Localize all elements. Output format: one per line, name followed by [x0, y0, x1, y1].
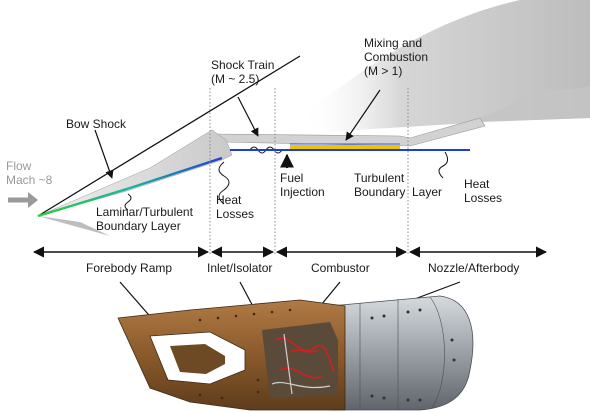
ramp-underside: [38, 216, 110, 236]
bow-shock-pointer: [94, 129, 114, 179]
section-inlet-isolator: Inlet/Isolator: [207, 261, 272, 275]
bow-shock-label: Bow Shock: [66, 117, 127, 131]
heat-losses-2-label: Heat: [464, 177, 490, 191]
heat-losses-1-label: Heat: [216, 193, 242, 207]
combustion-core: [290, 145, 400, 149]
heat-losses-squiggle-1: [218, 161, 230, 205]
turbulent-boundary-label: Boundary: [354, 185, 405, 199]
plume-wave: [470, 86, 590, 122]
flow-label: Flow: [6, 159, 32, 173]
fuel-label: Fuel: [280, 171, 303, 185]
bow-shock-line: [37, 55, 301, 217]
combustion-mach-label: (M > 1): [364, 64, 402, 78]
upper-flow-plume: [300, 0, 590, 132]
section-nozzle-afterbody: Nozzle/Afterbody: [428, 261, 519, 275]
mixing-label: Mixing and: [364, 36, 422, 50]
injection-label: Injection: [280, 185, 325, 199]
heat-losses-2-label-2: Losses: [464, 191, 502, 205]
cowl: [211, 117, 486, 147]
flow-mach-label: Mach ~8: [6, 173, 53, 187]
scramjet-hardware-photo: [117, 295, 474, 411]
section-forebody-ramp: Forebody Ramp: [86, 261, 172, 275]
forebody-ramp: [37, 129, 233, 217]
shock-train-label: Shock Train: [211, 58, 274, 72]
section-combustor: Combustor: [311, 261, 370, 275]
boundary-layer-squiggle: [124, 193, 132, 211]
layer-label: Layer: [412, 185, 442, 199]
heat-losses-1-label-2: Losses: [216, 207, 254, 221]
shock-train-mach-label: (M ~ 2.5): [211, 72, 259, 86]
combustion-label: Combustion: [364, 50, 428, 64]
laminar-label: Laminar/Turbulent: [96, 205, 194, 219]
boundary-layer-label: Boundary Layer: [96, 219, 181, 233]
mixing-pointer: [345, 89, 381, 141]
flow-arrow-head: [28, 192, 38, 208]
ramp-boundary-layer: [37, 156, 223, 218]
turbulent-label: Turbulent: [354, 171, 405, 185]
heat-losses-squiggle-2: [438, 151, 449, 179]
shock-train-pointer: [237, 96, 259, 137]
